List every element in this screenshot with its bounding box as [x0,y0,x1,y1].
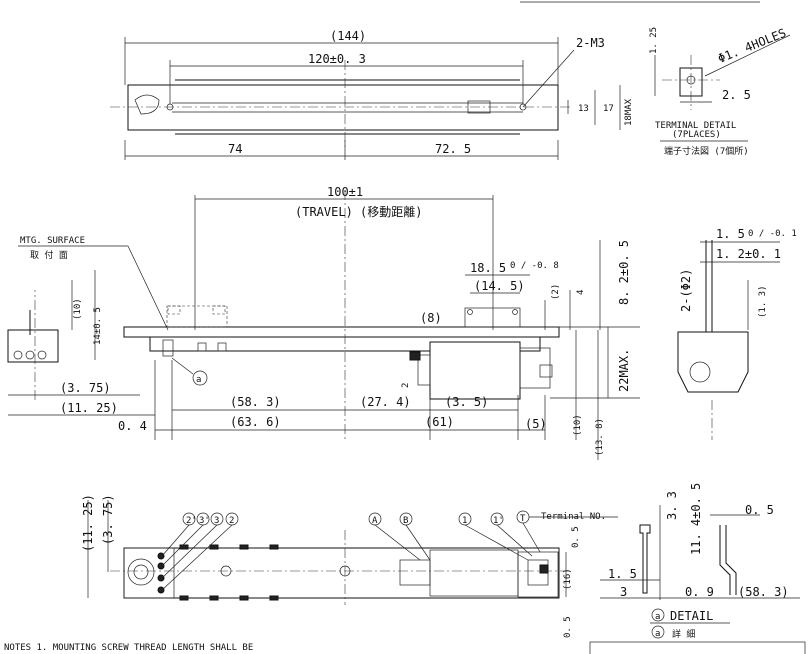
dim-10-left: (10) [73,298,83,320]
label-travel: (TRAVEL) (移動距離) [295,205,422,219]
label-hole-dia: Φ1. 4HOLES [716,26,788,66]
dim-left-len: 74 [228,142,242,156]
mark-a: A [372,516,378,526]
detail-a-mark: a [196,375,201,385]
mark-1: 1 [462,516,467,526]
term-label-2: 2 [229,516,234,526]
detail-label-en: DETAIL [670,609,713,623]
terminal-detail: Φ1. 4HOLES 1. 25 2. 5 TERMINAL DETAIL (7… [649,26,791,157]
label-mtg-surface: MTG. SURFACE [20,236,85,246]
left-end-view [7,329,59,363]
dim-8: (8) [420,311,442,325]
dim-15-detail: 1. 5 [608,567,637,581]
side-view: 100±1 (TRAVEL) (移動距離) MTG. SURFACE 取 付 面… [7,185,640,460]
notes-text: NOTES 1. MOUNTING SCREW THREAD LENGTH SH… [4,643,253,653]
dim-right-len: 72. 5 [435,142,471,156]
detail-a-view: 3. 3 11. 4±0. 5 0. 5 1. 5 3 0. 9 (58. 3)… [589,483,806,654]
dim-overall-length: (144) [330,29,366,43]
side-frame [123,326,560,338]
dim-travel: 100±1 [327,185,363,199]
detail-mark-a-2: a [655,629,660,639]
detail-a-circle [192,370,208,386]
dim-2: (2) [551,284,561,300]
end-view-body [677,331,749,393]
dim-636: (63. 6) [230,415,281,429]
dim-13: 13 [578,104,589,114]
top-body [127,84,559,131]
dim-145: (14. 5) [474,279,525,293]
motor-body [429,341,521,400]
terminal-detail-places: (7PLACES) [672,130,721,140]
terminal-detail-title: TERMINAL DETAIL [655,121,736,131]
mark-1p: 1' [493,516,504,526]
dim-05b-bottom: 0. 5 [563,616,573,638]
label-screw-holes: 2-M3 [576,36,605,50]
dim-04: 0. 4 [118,419,147,433]
dim-09-detail: 0. 9 [685,585,714,599]
dim-18max: 18MAX [624,98,634,126]
dim-185: 18. 5 [470,261,506,275]
detail-label-jp: 詳 細 [672,628,695,640]
terminal-detail-title-jp: 端子寸法図 (7個所) [664,145,749,157]
dim-13-end: (1. 3) [758,285,768,318]
bottom-view: 2' 3' 3 2 A B 1 1' T Terminal NO. (11. 2… [81,494,618,638]
dim-05-bottom: 0. 5 [571,526,581,548]
dim-583: (58. 3) [230,395,281,409]
end-view: 1. 5 0 / -0. 1 1. 2±0. 1 2-(Φ2) (1. 3) [677,227,797,440]
tol-15: 0 / -0. 1 [748,229,797,239]
dim-17: 17 [603,104,614,114]
shaft-circle [127,558,155,586]
dim-10-right: (10) [573,414,583,436]
detail-mark-a: a [655,612,660,622]
dim-25: 2. 5 [722,88,751,102]
dim-phi2: 2-(Φ2) [679,269,693,312]
dim-15: 1. 5 [716,227,745,241]
dim-16: (16) [563,568,573,590]
dim-61: (61) [425,415,454,429]
bottom-body [123,547,560,599]
dim-22max: 22MAX. [617,349,631,392]
term-label-2p: 2' [186,516,197,526]
term-label-3: 3 [214,516,219,526]
dim-3-detail: 3 [620,585,627,599]
dim-274: (27. 4) [360,395,411,409]
dim-mount-pitch: 120±0. 3 [308,52,366,66]
title-block-edge [589,641,806,654]
mark-t: T [520,514,526,524]
dim-2b: 2 [401,383,411,388]
dim-138: (13. 8) [595,418,605,456]
detail-terminal-front [639,524,651,594]
dim-12: 1. 2±0. 1 [716,247,781,261]
dim-1125: (11. 25) [60,401,118,415]
dim-05-detail: 0. 5 [745,503,774,517]
dim-4: 4 [576,290,586,295]
dim-5: (5) [525,417,547,431]
dim-14: 14±0. 5 [93,307,103,345]
mark-b: B [403,516,408,526]
top-view: (144) 120±0. 3 2-M3 74 72. 5 13 17 18MAX [110,29,634,160]
detail-terminal-side [719,525,731,595]
tol-185: 0 / -0. 8 [510,261,559,271]
dim-82: 8. 2±0. 5 [617,240,631,305]
dim-375-bottom: (3. 75) [101,494,115,545]
dim-33: 3. 3 [665,491,679,520]
dim-35: (3. 5) [445,395,488,409]
term-label-3p: 3' [199,516,210,526]
dim-375: (3. 75) [60,381,111,395]
dim-114: 11. 4±0. 5 [689,483,703,555]
label-mtg-surface-jp: 取 付 面 [30,250,68,261]
dim-583-detail: (58. 3) [738,585,789,599]
dim-1125-bottom: (11. 25) [81,494,95,552]
dim-125: 1. 25 [649,27,659,54]
